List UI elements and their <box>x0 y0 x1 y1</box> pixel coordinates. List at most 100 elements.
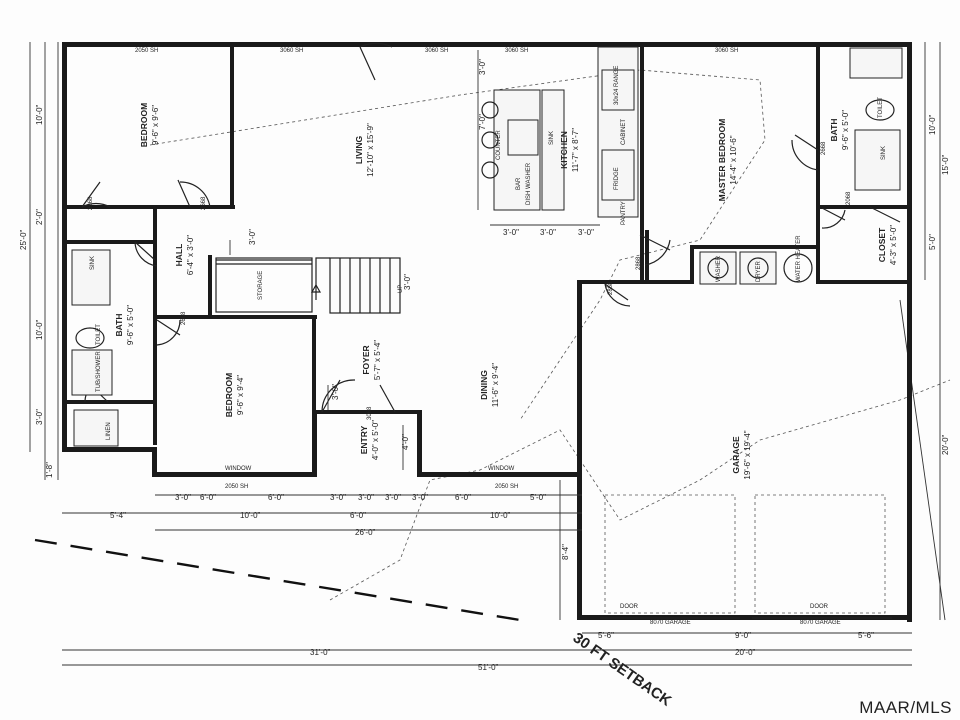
room-bath: BATH <box>114 314 124 337</box>
room-bath-size: 9'-6" x 5'-0" <box>126 305 135 345</box>
window-living-1: 3060 SH <box>280 48 303 54</box>
label-window-bedroom: WINDOW <box>225 466 252 472</box>
label-counter: COUNTER <box>496 130 502 160</box>
dim-stair-3-0: 3'-0" <box>403 274 412 290</box>
room-closet: CLOSET <box>877 227 887 262</box>
window-bedroom-top: 2050 SH <box>135 48 158 54</box>
door-entry: 3068 <box>367 406 373 420</box>
exterior-walls <box>62 42 912 622</box>
window-master: 3060 SH <box>715 48 738 54</box>
label-door-1: DOOR <box>620 604 639 610</box>
dim-bottom-20-0: 20'-0" <box>735 648 756 657</box>
label-garage-door-1: 8070 GARAGE <box>650 620 691 626</box>
door-bedroom1: 2668 <box>88 196 94 210</box>
room-master-size: 14'-4" x 10'-6" <box>729 135 738 184</box>
label-pantry: PANTRY <box>621 201 627 225</box>
label-range: 30x24 RANGE <box>614 66 620 105</box>
room-hall-size: 6'-4" x 3'-0" <box>186 235 195 275</box>
laundry <box>699 251 813 285</box>
dim-bottom-10-0-a: 10'-0" <box>240 511 261 520</box>
dim-garage-9-0: 9'-0" <box>735 631 751 640</box>
label-door-2: DOOR <box>810 604 829 610</box>
label-linen: LINEN <box>106 422 112 440</box>
label-garage-door-2: 8070 GARAGE <box>800 620 841 626</box>
label-bath-sink: SINK <box>90 256 96 270</box>
label-cabinet: CABINET <box>621 119 627 145</box>
room-kitchen-size: 11'-7" x 8'-7" <box>571 128 580 172</box>
garage-doors <box>600 494 892 619</box>
label-tub-shower: TUB/SHOWER <box>96 351 102 392</box>
room-living-size: 12'-10" x 15'-9" <box>366 123 375 177</box>
dim-bottom-6-0-b: 6'-0" <box>268 493 284 502</box>
room-hall: HALL <box>174 244 184 267</box>
property-line-lower <box>329 379 951 601</box>
dim-bottom-3-0-a: 3'-0" <box>175 493 191 502</box>
dim-garage-5-6-a: 5'-6" <box>598 631 614 640</box>
stairs: UP <box>310 257 404 314</box>
room-foyer-size: 5'-7" x 5'-4" <box>373 340 382 380</box>
dim-bottom-6-0-a: 6'-0" <box>200 493 216 502</box>
dim-bottom-3-0-b: 3'-0" <box>330 493 346 502</box>
dim-foyer-3-0: 3'-0" <box>331 384 340 400</box>
room-bedroom1-size: 9'-6" x 9'-6" <box>151 105 160 145</box>
room-foyer: FOYER <box>361 345 371 374</box>
room-dining: DINING <box>479 370 489 400</box>
interior-walls <box>67 42 912 445</box>
label-dryer: DRYER <box>756 260 762 282</box>
room-bedroom2-size: 9'-6" x 9'-4" <box>236 375 245 415</box>
dim-entry-4-0: 4'-0" <box>401 434 410 450</box>
door-kitchen: 2868 <box>636 256 642 270</box>
bath-fixtures <box>71 47 903 447</box>
dim-kitchen-7-0: 7'-0" <box>478 114 487 130</box>
room-closet-size: 4'-3" x 5'-0" <box>889 225 898 265</box>
room-entry-size: 4'-0" x 5'-0" <box>371 420 380 460</box>
dim-counter-3-0-a: 3'-0" <box>503 228 519 237</box>
dim-counter-3-0-b: 3'-0" <box>540 228 556 237</box>
room-garage: GARAGE <box>731 436 741 474</box>
dim-counter-3-0-c: 3'-0" <box>578 228 594 237</box>
dimension-lines <box>29 42 941 666</box>
label-bath-toilet: TOILET <box>96 324 102 345</box>
room-mbath: BATH <box>829 119 839 142</box>
label-fridge: FRIDGE <box>614 167 620 190</box>
label-window-dining: WINDOW <box>488 466 515 472</box>
label-water-heater: WATER HEATER <box>796 235 802 282</box>
dim-bottom-3-0-e: 3'-0" <box>412 493 428 502</box>
kitchen-counters <box>481 46 639 218</box>
room-bedroom2: BEDROOM <box>224 373 234 417</box>
dim-right-15-0: 15'-0" <box>941 154 950 175</box>
stairs-up-label: UP <box>398 285 404 293</box>
dim-right-5-0: 5'-0" <box>928 234 937 250</box>
dim-bottom-3-0-d: 3'-0" <box>385 493 401 502</box>
storage-label: STORAGE <box>258 271 264 300</box>
dim-left-10-0-a: 10'-0" <box>35 104 44 125</box>
dim-hall-3-0: 3'-0" <box>248 229 257 245</box>
door-bedroom2: 2668 <box>181 311 187 325</box>
label-washer: WASHER <box>716 255 722 282</box>
dim-bottom-3-0-c: 3'-0" <box>358 493 374 502</box>
window-bedroom-bottom: 2050 SH <box>225 484 248 490</box>
mls-watermark: MAAR/MLS <box>859 698 952 717</box>
dim-left-10-0-b: 10'-0" <box>35 319 44 340</box>
dim-bottom-26-0: 26'-0" <box>355 528 376 537</box>
dim-25-0: 25'-0" <box>19 229 28 250</box>
door-garage: 2868 <box>608 281 614 295</box>
dim-bottom-31-0: 31'-0" <box>310 648 331 657</box>
room-master: MASTER BEDROOM <box>717 119 727 202</box>
dim-left-3-0: 3'-0" <box>35 409 44 425</box>
dimension-labels: 25'-0" 10'-0" 2'-0" 10'-0" 3'-0" 1'-8" 1… <box>19 59 950 672</box>
window-kitchen: 3060 SH <box>505 48 528 54</box>
fixture-labels: 30x24 RANGE FRIDGE PANTRY CABINET BAR CO… <box>90 66 887 626</box>
dim-bottom-6-0-d: 6'-0" <box>350 511 366 520</box>
dim-bottom-5-0: 5'-0" <box>530 493 546 502</box>
room-kitchen: KITCHEN <box>559 131 569 169</box>
opening-labels: 2050 SH 3060 SH 3060 SH 3060 SH 3060 SH … <box>88 48 852 490</box>
window-dining-bottom: 2050 SH <box>495 484 518 490</box>
window-living-2: 3060 SH <box>425 48 448 54</box>
dim-bottom-6-0-c: 6'-0" <box>455 493 471 502</box>
room-garage-size: 19'-6" x 19'-4" <box>743 430 752 479</box>
label-dishwasher: DISH WASHER <box>526 162 532 205</box>
room-dining-size: 11'-6" x 9'-4" <box>491 363 500 407</box>
